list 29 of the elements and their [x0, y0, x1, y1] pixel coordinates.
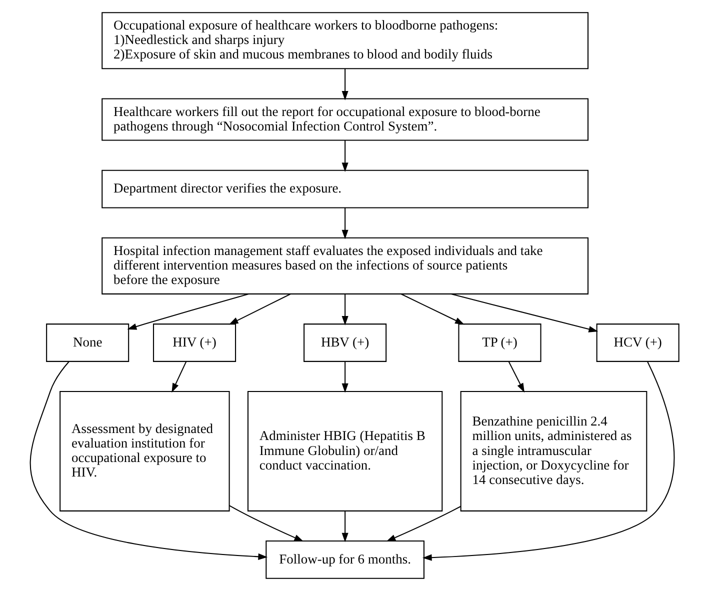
arrow: [342, 511, 348, 542]
arrow: [386, 506, 462, 542]
node-box: Follow-up for 6 months.: [266, 540, 424, 579]
arrow: [451, 294, 598, 332]
arrow: [401, 294, 464, 325]
node-box: HCV (+): [596, 324, 680, 362]
node-box: HIV (+): [152, 324, 236, 362]
node-box: Assessment by designated evaluation institution for occupational exposure to HIV.: [60, 391, 230, 512]
arrow: [229, 505, 304, 542]
arrow: [342, 362, 348, 393]
arrow: [342, 68, 348, 100]
arrow: [342, 294, 348, 326]
arrow: [342, 208, 348, 240]
node-box: None: [46, 324, 130, 362]
arrow: [127, 293, 249, 330]
arrow: [508, 362, 525, 393]
node-box: Hospital infection management staff evaluates the exposed individuals and take different intervention measures based on the infections of source patients before the exposure: [102, 237, 589, 294]
arrow: [172, 362, 187, 393]
arrow: [342, 140, 348, 172]
arrow: [30, 361, 268, 560]
node-box: Department director verifies the exposure.: [102, 170, 589, 208]
node-box: HBV (+): [304, 324, 387, 362]
node-box: Benzathine penicillin 2.4 million units, administered as a single intramuscular injection, or Doxycycline for 14 consecutive days.: [460, 391, 648, 512]
node-box: Occupational exposure of healthcare workers to bloodborne pathogens: 1)Needlestick and sharps injury 2)Exposure of skin and mucous membranes to blood and bodily fluids: [102, 12, 589, 70]
node-box: Healthcare workers fill out the report for occupational exposure to blood-borne pathogens through “Nosocomial Infection Control System”.: [102, 98, 589, 141]
arrow: [228, 294, 291, 325]
arrow: [422, 362, 675, 561]
node-box: TP (+): [458, 324, 542, 362]
node-box: Administer HBIG (Hepatitis B Immune Globulin) or/and conduct vaccination.: [247, 391, 443, 512]
